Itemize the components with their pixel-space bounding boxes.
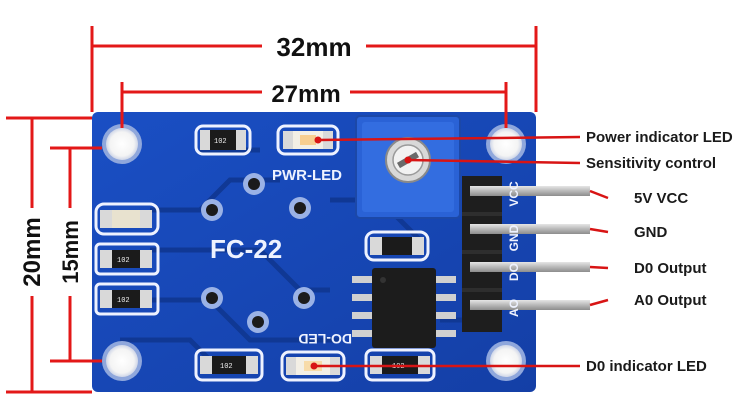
- svg-text:102: 102: [117, 297, 130, 305]
- callout-do-led: D0 indicator LED: [586, 358, 707, 375]
- pin-silk-do: DO: [507, 263, 521, 281]
- pin-silk-gnd: GND: [507, 224, 521, 251]
- dim-width-inner: 27mm: [271, 81, 340, 108]
- svg-text:102: 102: [220, 363, 233, 371]
- callout-gnd: GND: [634, 224, 668, 241]
- svg-text:102: 102: [117, 257, 130, 265]
- callout-vcc: 5V VCC: [634, 190, 688, 207]
- callout-sensitivity: Sensitivity control: [586, 155, 716, 172]
- callout-lines: [314, 135, 609, 368]
- header-pins: VCC GND DO AO: [462, 176, 590, 332]
- left-smd-3: 102: [94, 282, 160, 316]
- do-led-silk: DO-LED: [298, 331, 352, 347]
- pwr-led-silk: PWR-LED: [272, 167, 342, 184]
- bottom-smd-1: 102: [194, 348, 264, 382]
- pcb-board: 102 PWR-LED FC-22: [92, 112, 536, 392]
- dim-width-outer: 32mm: [276, 32, 351, 62]
- resistor-top-1: 102: [194, 124, 252, 156]
- callout-do: D0 Output: [634, 260, 707, 277]
- mounting-holes: [102, 124, 526, 381]
- callout-power-led: Power indicator LED: [586, 129, 733, 146]
- svg-text:102: 102: [214, 138, 227, 146]
- pin-silk-ao: AO: [507, 299, 521, 317]
- middle-smd: [364, 230, 430, 262]
- vias: [201, 173, 315, 333]
- dim-height-outer: 20mm: [19, 217, 46, 286]
- dim-height-inner: 15mm: [58, 220, 83, 284]
- pin-silk-vcc: VCC: [507, 181, 521, 207]
- left-smd-2: 102: [94, 242, 160, 276]
- potentiometer: [355, 115, 461, 219]
- model-silk: FC-22: [210, 234, 282, 264]
- callout-ao: A0 Output: [634, 292, 707, 309]
- left-smd-1: [94, 202, 160, 236]
- callout-dots: [310, 136, 412, 370]
- ic-chip: [352, 268, 456, 348]
- dimension-lines: [6, 26, 538, 394]
